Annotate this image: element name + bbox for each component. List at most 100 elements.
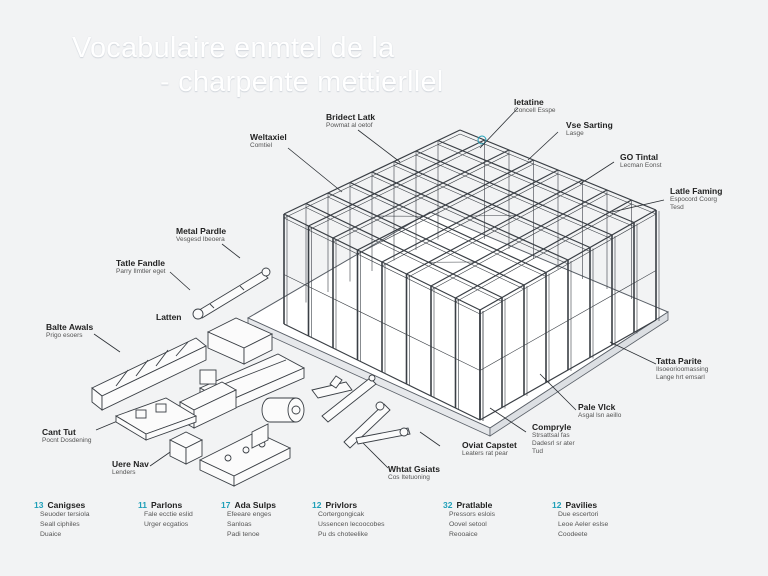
legend-row: Sanloas [227, 521, 252, 528]
part-strut [343, 401, 411, 449]
callout-title: Cant Tut [42, 427, 76, 437]
callout-balte-awals: Balte Awals Prigo esoers [46, 322, 93, 340]
callout-title: GO Tintal [620, 152, 659, 162]
legend-number: 32 [443, 500, 453, 510]
roof-beam [455, 203, 632, 303]
legend-row: Ussencen lecoocobes [318, 521, 385, 528]
roof-beam [455, 199, 632, 299]
callout-subtitle: Lasge [566, 130, 584, 137]
roof-beam [437, 144, 635, 227]
legend-row: Due escertori [558, 511, 599, 518]
legend-row: Pressors eslois [449, 511, 496, 518]
legend-row: Reooaice [449, 531, 478, 538]
legend-row: Leoe Aeler eslse [558, 521, 609, 528]
roof-beam [430, 189, 608, 287]
callout-title: Oviat Capstet [462, 440, 517, 450]
callout-subtitle: Lecman Eonst [620, 162, 662, 169]
callout-subtitle: Ilsoeorioomassing Lange hrt emsarl [656, 366, 709, 381]
legend-row: Efeeare enges [227, 511, 272, 518]
callout-tatta-parite: Tatta Parite Ilsoeorioomassing Lange hrt… [656, 356, 708, 382]
callout-cant-tut: Cant Tut Pocnt Dosdening [42, 427, 92, 445]
callout-title: Latle Faming [670, 186, 723, 196]
callout-title: Weltaxiel [250, 132, 287, 142]
callout-title: Latten [156, 312, 182, 322]
callout-bridect-latk: Bridect Latk Powmat al oetof [326, 112, 375, 130]
callout-tatle-fandle: Tatle Fandle Parry Ilmtler eget [116, 258, 166, 276]
legend-row: Fale ecctie eslid [144, 511, 193, 518]
callout-weltaxiel: Weltaxiel Comtiel [250, 132, 287, 150]
callout-title: Vse Sarting [566, 120, 613, 130]
legend-row: Pu ds choteelike [318, 531, 368, 538]
roof-beam [393, 160, 591, 249]
legend-group-parlons: 11 Parlons Fale ecctie eslid Urger ecgati… [138, 500, 258, 530]
callout-whtat-gsiats: Whtat Gsiats Cos Itetuoning [388, 464, 440, 482]
callout-subtitle: Vesgesd Ibeoera [176, 236, 225, 243]
frame-mid-rail [479, 270, 657, 371]
part-long-rod [192, 267, 271, 320]
callout-go-tintal: GO Tintal Lecman Eonst [620, 152, 662, 170]
part-diagonal-rod [321, 374, 377, 423]
part-small-block [199, 369, 217, 385]
callout-vse-sarting: Vse Sarting Lasge [566, 120, 613, 138]
callout-subtitle: Concell Esspe [514, 107, 556, 114]
frame-bottom-rail [479, 319, 657, 421]
legend-row: Seall ciphiles [40, 521, 80, 528]
legend-title: Pavilies [565, 500, 598, 510]
callout-metal-pardle: Metal Pardle Vesgesd Ibeoera [176, 226, 226, 244]
legend-title: Parlons [151, 500, 183, 510]
legend-number: 12 [552, 500, 562, 510]
callout-subtitle: Cos Itetuoning [388, 474, 430, 481]
legend-title: Ada Sulps [234, 500, 277, 510]
roof-beam [437, 139, 635, 224]
legend-number: 12 [312, 500, 322, 510]
legend-row: Coodeete [558, 531, 588, 538]
part-l-bracket [251, 423, 269, 449]
frame-mid-rail [283, 274, 481, 371]
callout-title: Bridect Latk [326, 112, 376, 122]
legend-title: Pratlable [456, 500, 493, 510]
callout-subtitle: Leaters rat pear [462, 450, 508, 457]
callout-title: Tatta Parite [656, 356, 702, 366]
legend-row: Oovel setool [449, 521, 487, 528]
callout-subtitle: Pocnt Dosdening [42, 437, 92, 444]
roof-beam [479, 213, 657, 315]
part-plate [206, 317, 274, 365]
callout-subtitle: Powmat al oetof [326, 122, 373, 129]
legend-row: Cortergongicak [318, 511, 365, 518]
callout-oviat-capstet: Oviat Capstet Leaters rat pear [462, 440, 517, 458]
legend-row: Urger ecgatios [144, 521, 189, 528]
roof-beam [393, 165, 591, 252]
roof-beam [406, 179, 583, 275]
callout-subtitle: Strsattsal fas Dadesrl sr ater Tud [532, 432, 575, 455]
callout-title: Uere Nav [112, 459, 149, 469]
callout-subtitle: Parry Ilmtler eget [116, 268, 166, 275]
callout-uere-nav: Uere Nav Lenders [112, 459, 149, 477]
callout-pale-vlck: Pale Vlck Asgal lsn aeillo [578, 402, 621, 420]
callout-title: Tatle Fandle [116, 258, 165, 268]
roof-beam [415, 150, 613, 236]
page-title-line-2: - charpente mettierllel [160, 66, 444, 98]
callout-subtitle: Comtiel [250, 142, 273, 149]
roof-beam [479, 209, 657, 311]
callout-subtitle: Lenders [112, 469, 136, 476]
leader-lines [93, 107, 665, 469]
part-cube [168, 431, 204, 465]
callout-title: Whtat Gsiats [388, 464, 440, 474]
part-gusset-plate [198, 431, 292, 487]
legend-heading: 11 Parlons [138, 500, 258, 510]
callout-subtitle: Prigo esoers [46, 332, 83, 339]
callout-title: Ietatine [514, 97, 544, 107]
legend-number: 11 [138, 500, 147, 510]
callout-title: Pale Vlck [578, 402, 616, 412]
